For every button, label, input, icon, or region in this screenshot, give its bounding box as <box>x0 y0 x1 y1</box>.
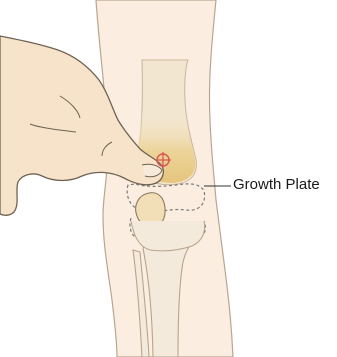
growth-plate-label: Growth Plate <box>233 176 320 193</box>
